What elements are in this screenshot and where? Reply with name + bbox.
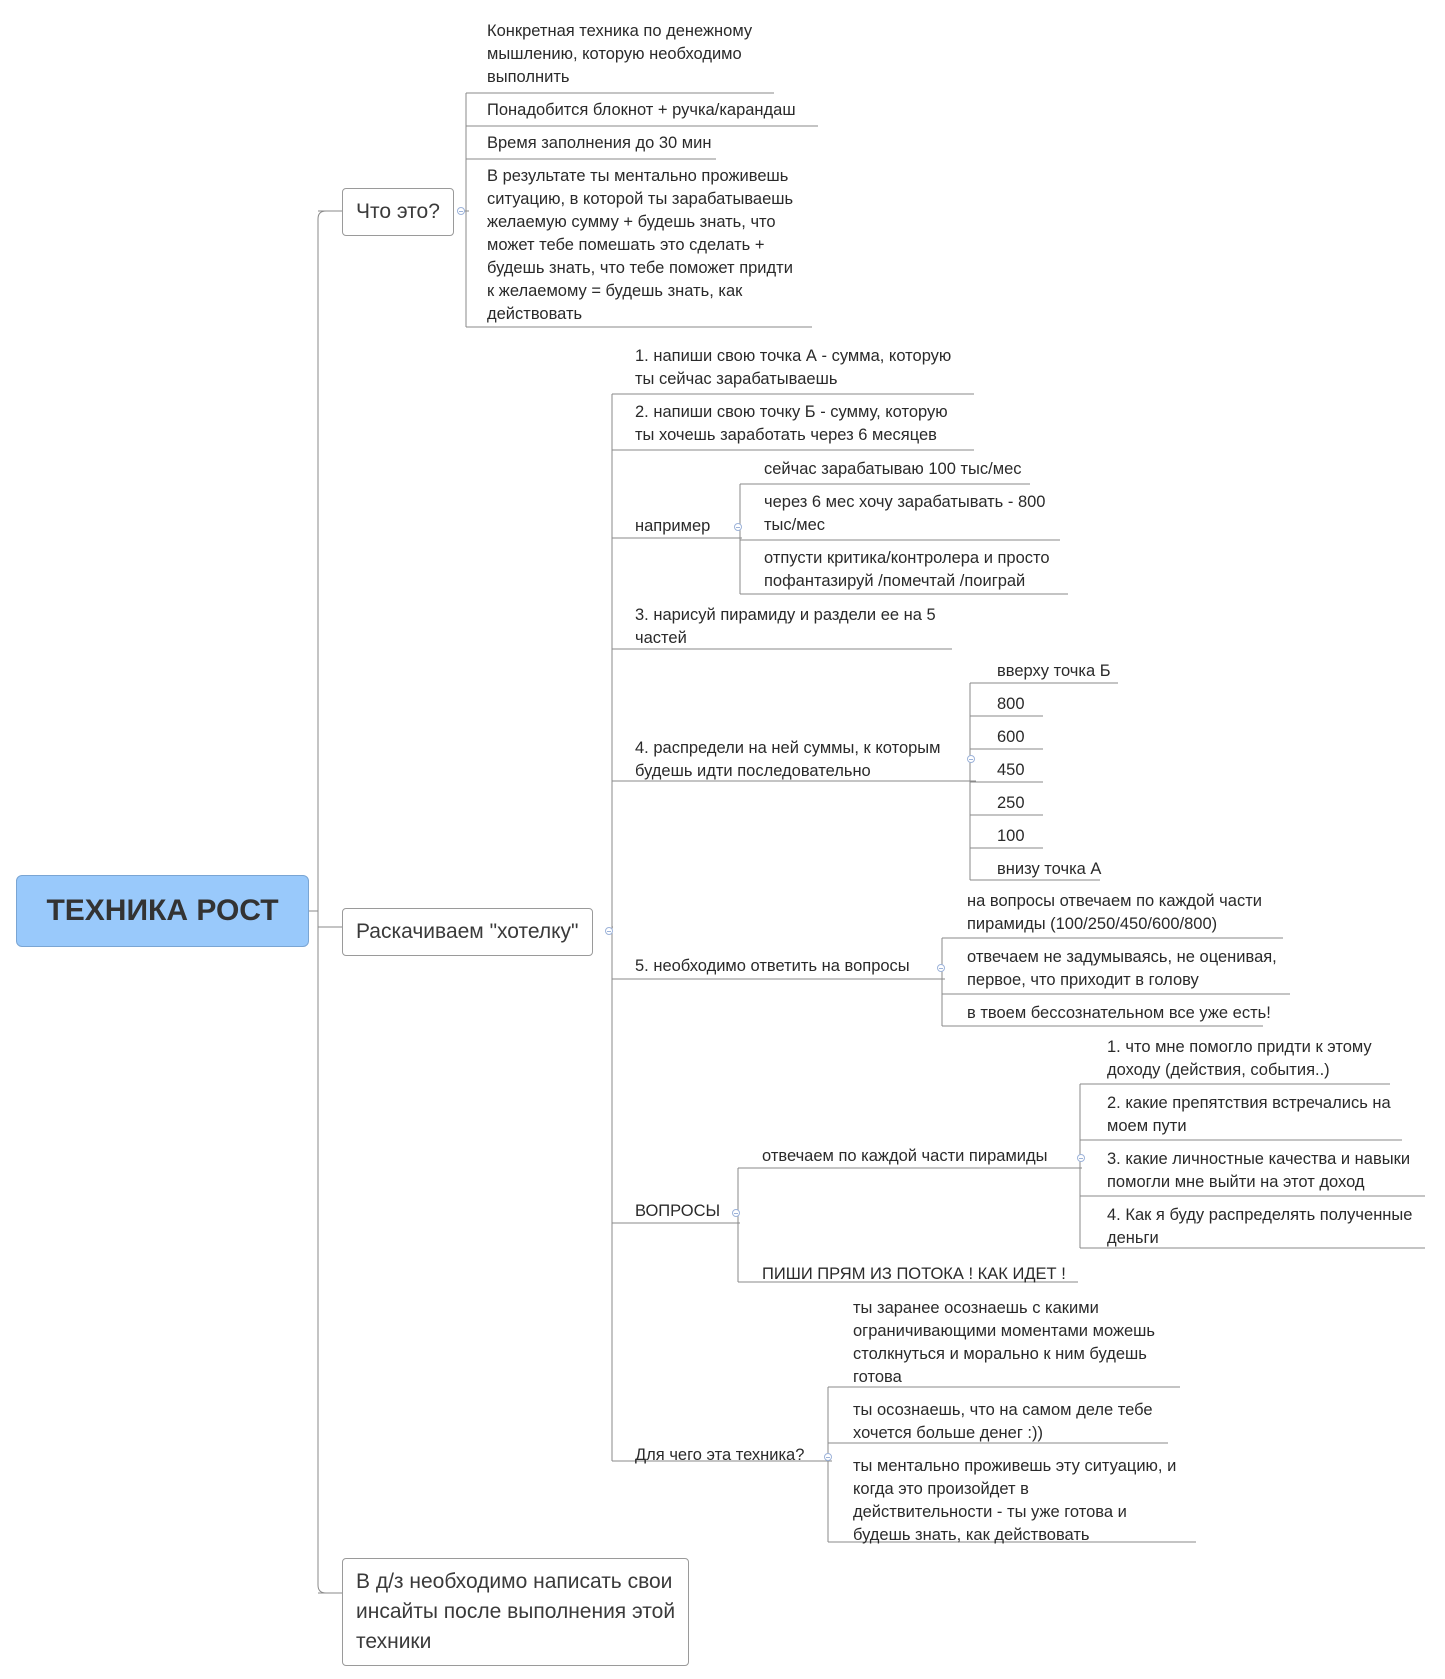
what-item-1[interactable]: Конкретная техника по денежному мышлению… <box>487 22 753 86</box>
step-3[interactable]: 3. нарисуй пирамиду и раздели ее на 5 ча… <box>635 606 936 647</box>
example-item-2[interactable]: через 6 мес хочу зарабатывать - 800 тыс/… <box>764 493 1046 534</box>
topic-homework[interactable]: В д/з необходимо написать свои инсайты п… <box>342 1558 690 1666</box>
answer-topic[interactable]: отвечаем по каждой части пирамиды <box>762 1147 1048 1165</box>
collapse-toggle-icon[interactable] <box>967 755 975 763</box>
step-4-topic[interactable]: 4. распредели на ней суммы, к которым бу… <box>635 739 941 780</box>
topic-what-is-it-label: Что это? <box>356 200 440 223</box>
collapse-toggle-icon[interactable] <box>605 927 613 935</box>
example-item-1[interactable]: сейчас зарабатываю 100 тыс/мес <box>764 460 1022 478</box>
pyramid-item[interactable]: внизу точка А <box>997 860 1102 878</box>
step-5-item-3[interactable]: в твоем бессознательном все уже есть! <box>967 1004 1271 1022</box>
what-item-4[interactable]: В результате ты ментально проживешь ситу… <box>487 167 794 323</box>
what-item-2[interactable]: Понадобится блокнот + ручка/карандаш <box>487 101 796 119</box>
flow-note[interactable]: ПИШИ ПРЯМ ИЗ ПОТОКА ! КАК ИДЕТ ! <box>762 1265 1066 1283</box>
collapse-toggle-icon[interactable] <box>1077 1154 1085 1162</box>
question-item-3[interactable]: 3. какие личностные качества и навыки по… <box>1107 1150 1411 1191</box>
pyramid-item[interactable]: 450 <box>997 761 1025 779</box>
step-1[interactable]: 1. напиши свою точка А - сумма, которую … <box>635 347 952 388</box>
central-topic[interactable]: ТЕХНИКА РОСТ <box>16 875 309 947</box>
questions-topic[interactable]: ВОПРОСЫ <box>635 1202 721 1220</box>
step-5-topic[interactable]: 5. необходимо ответить на вопросы <box>635 957 910 975</box>
collapse-toggle-icon[interactable] <box>732 1209 740 1217</box>
step-5-item-2[interactable]: отвечаем не задумываясь, не оценивая, пе… <box>967 948 1277 989</box>
purpose-item-1[interactable]: ты заранее осознаешь с какими ограничива… <box>853 1299 1155 1386</box>
step-5-item-1[interactable]: на вопросы отвечаем по каждой части пира… <box>967 892 1262 933</box>
example-item-3[interactable]: отпусти критика/контролера и просто пофа… <box>764 549 1050 590</box>
collapse-toggle-icon[interactable] <box>734 523 742 531</box>
question-item-4[interactable]: 4. Как я буду распределять полученные де… <box>1107 1206 1413 1247</box>
question-item-1[interactable]: 1. что мне помогло придти к этому доходу… <box>1107 1038 1372 1079</box>
purpose-item-2[interactable]: ты осознаешь, что на самом деле тебе хоч… <box>853 1401 1153 1442</box>
what-item-3[interactable]: Время заполнения до 30 мин <box>487 134 712 152</box>
step-2[interactable]: 2. напиши свою точку Б - сумму, которую … <box>635 403 948 444</box>
central-topic-label: ТЕХНИКА РОСТ <box>46 894 279 927</box>
pyramid-item[interactable]: 600 <box>997 728 1025 746</box>
collapse-toggle-icon[interactable] <box>457 207 465 215</box>
root-spine <box>317 210 327 1594</box>
purpose-item-3[interactable]: ты ментально проживешь эту ситуацию, и к… <box>853 1457 1177 1544</box>
pyramid-item[interactable]: вверху точка Б <box>997 662 1111 680</box>
collapse-toggle-icon[interactable] <box>937 964 945 972</box>
topic-pump-desire[interactable]: Раскачиваем "хотелку" <box>342 908 593 956</box>
topic-what-is-it[interactable]: Что это? <box>342 188 454 236</box>
pyramid-item[interactable]: 250 <box>997 794 1025 812</box>
question-item-2[interactable]: 2. какие препятствия встречались на моем… <box>1107 1094 1391 1135</box>
topic-pump-desire-label: Раскачиваем "хотелку" <box>356 920 579 943</box>
example-topic[interactable]: например <box>635 517 711 535</box>
purpose-topic[interactable]: Для чего эта техника? <box>635 1446 805 1464</box>
collapse-toggle-icon[interactable] <box>824 1453 832 1461</box>
topic-homework-label: В д/з необходимо написать свои инсайты п… <box>356 1570 676 1653</box>
pyramid-item[interactable]: 800 <box>997 695 1025 713</box>
pyramid-item[interactable]: 100 <box>997 827 1025 845</box>
